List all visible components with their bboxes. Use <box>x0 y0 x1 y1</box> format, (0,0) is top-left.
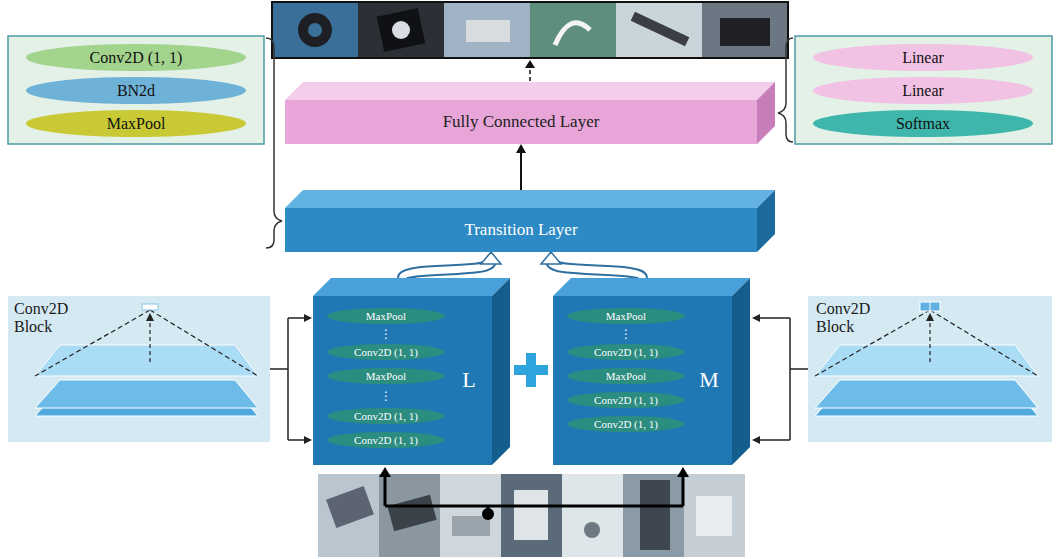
block-layer-oval: Conv2D (1, 1) <box>567 416 685 432</box>
brace <box>266 38 282 248</box>
output-photo-strip <box>272 2 788 58</box>
layer-oval: Conv2D (1, 1) <box>26 44 246 71</box>
text-holder: Fully Connected Layer <box>285 100 757 144</box>
text-holder: Transition Layer <box>285 208 757 252</box>
block-layer-oval: Conv2D (1, 1) <box>567 344 685 360</box>
ellipsis-mark: ⋮ <box>567 326 685 342</box>
block-layer-oval: Conv2D (1, 1) <box>327 344 445 360</box>
layer-name: MaxPool <box>606 370 646 382</box>
layer-name: Linear <box>902 82 944 100</box>
layer-name: Conv2D (1, 1) <box>354 410 418 422</box>
block-layer-oval: MaxPool <box>567 308 685 324</box>
block-layer-oval: MaxPool <box>327 308 445 324</box>
layer-name: Conv2D (1, 1) <box>594 346 658 358</box>
layer-oval: Linear <box>813 77 1033 104</box>
text-holder: M <box>689 296 729 465</box>
layer-oval: MaxPool <box>26 110 246 137</box>
conv-block-illustration <box>35 304 258 416</box>
brace <box>778 38 793 142</box>
transition-detail-panel <box>8 36 264 144</box>
ellipsis-mark: ⋮ <box>327 326 445 342</box>
panel-label: Conv2D Block <box>14 300 94 335</box>
block-letter: M <box>699 368 719 392</box>
block-layer-oval: Conv2D (1, 1) <box>327 408 445 424</box>
layer-oval: BN2d <box>26 77 246 104</box>
text-holder: L <box>449 296 489 465</box>
plus-symbol <box>514 353 548 387</box>
layer-oval: Linear <box>813 44 1033 71</box>
layer-title: Transition Layer <box>464 221 577 240</box>
output-dashed-arrow <box>525 60 535 81</box>
layer-oval: Softmax <box>813 110 1033 137</box>
transition-layer: Transition Layer <box>285 190 775 252</box>
flow-arrow <box>516 144 526 190</box>
fc-detail-panel <box>795 36 1052 144</box>
block-layer-oval: MaxPool <box>567 368 685 384</box>
layer-name: Conv2D (1, 1) <box>594 418 658 430</box>
merge-arrow <box>541 252 643 278</box>
ellipsis-mark: ⋮ <box>327 388 445 404</box>
block-layer-oval: Conv2D (1, 1) <box>327 432 445 448</box>
conv-branch-block: LMaxPoolConv2D (1, 1)MaxPoolConv2D (1, 1… <box>313 278 510 465</box>
input-photo-strip <box>318 467 745 557</box>
panel-label: Conv2D Block <box>816 300 896 335</box>
layer-name: Conv2D (1, 1) <box>90 49 183 67</box>
layer-name: Linear <box>902 49 944 67</box>
layer-name: Softmax <box>896 115 950 133</box>
layer-name: Conv2D (1, 1) <box>354 434 418 446</box>
layer-name: Conv2D (1, 1) <box>594 394 658 406</box>
block-layer-oval: MaxPool <box>327 368 445 384</box>
layer-name: MaxPool <box>606 310 646 322</box>
layer-name: BN2d <box>117 82 155 100</box>
block-letter: L <box>462 368 475 392</box>
layer-name: MaxPool <box>366 370 406 382</box>
conv-branch-block: MMaxPoolConv2D (1, 1)MaxPoolConv2D (1, 1… <box>553 278 750 465</box>
layer-title: Fully Connected Layer <box>443 113 600 132</box>
conv-block-panel <box>8 296 270 442</box>
layer-name: MaxPool <box>366 310 406 322</box>
merge-arrow <box>403 252 502 278</box>
conv-block-panel <box>808 296 1052 442</box>
layer-name: MaxPool <box>107 115 166 133</box>
layer-name: Conv2D (1, 1) <box>354 346 418 358</box>
fully-connected-layer: Fully Connected Layer <box>285 82 775 144</box>
block-layer-oval: Conv2D (1, 1) <box>567 392 685 408</box>
